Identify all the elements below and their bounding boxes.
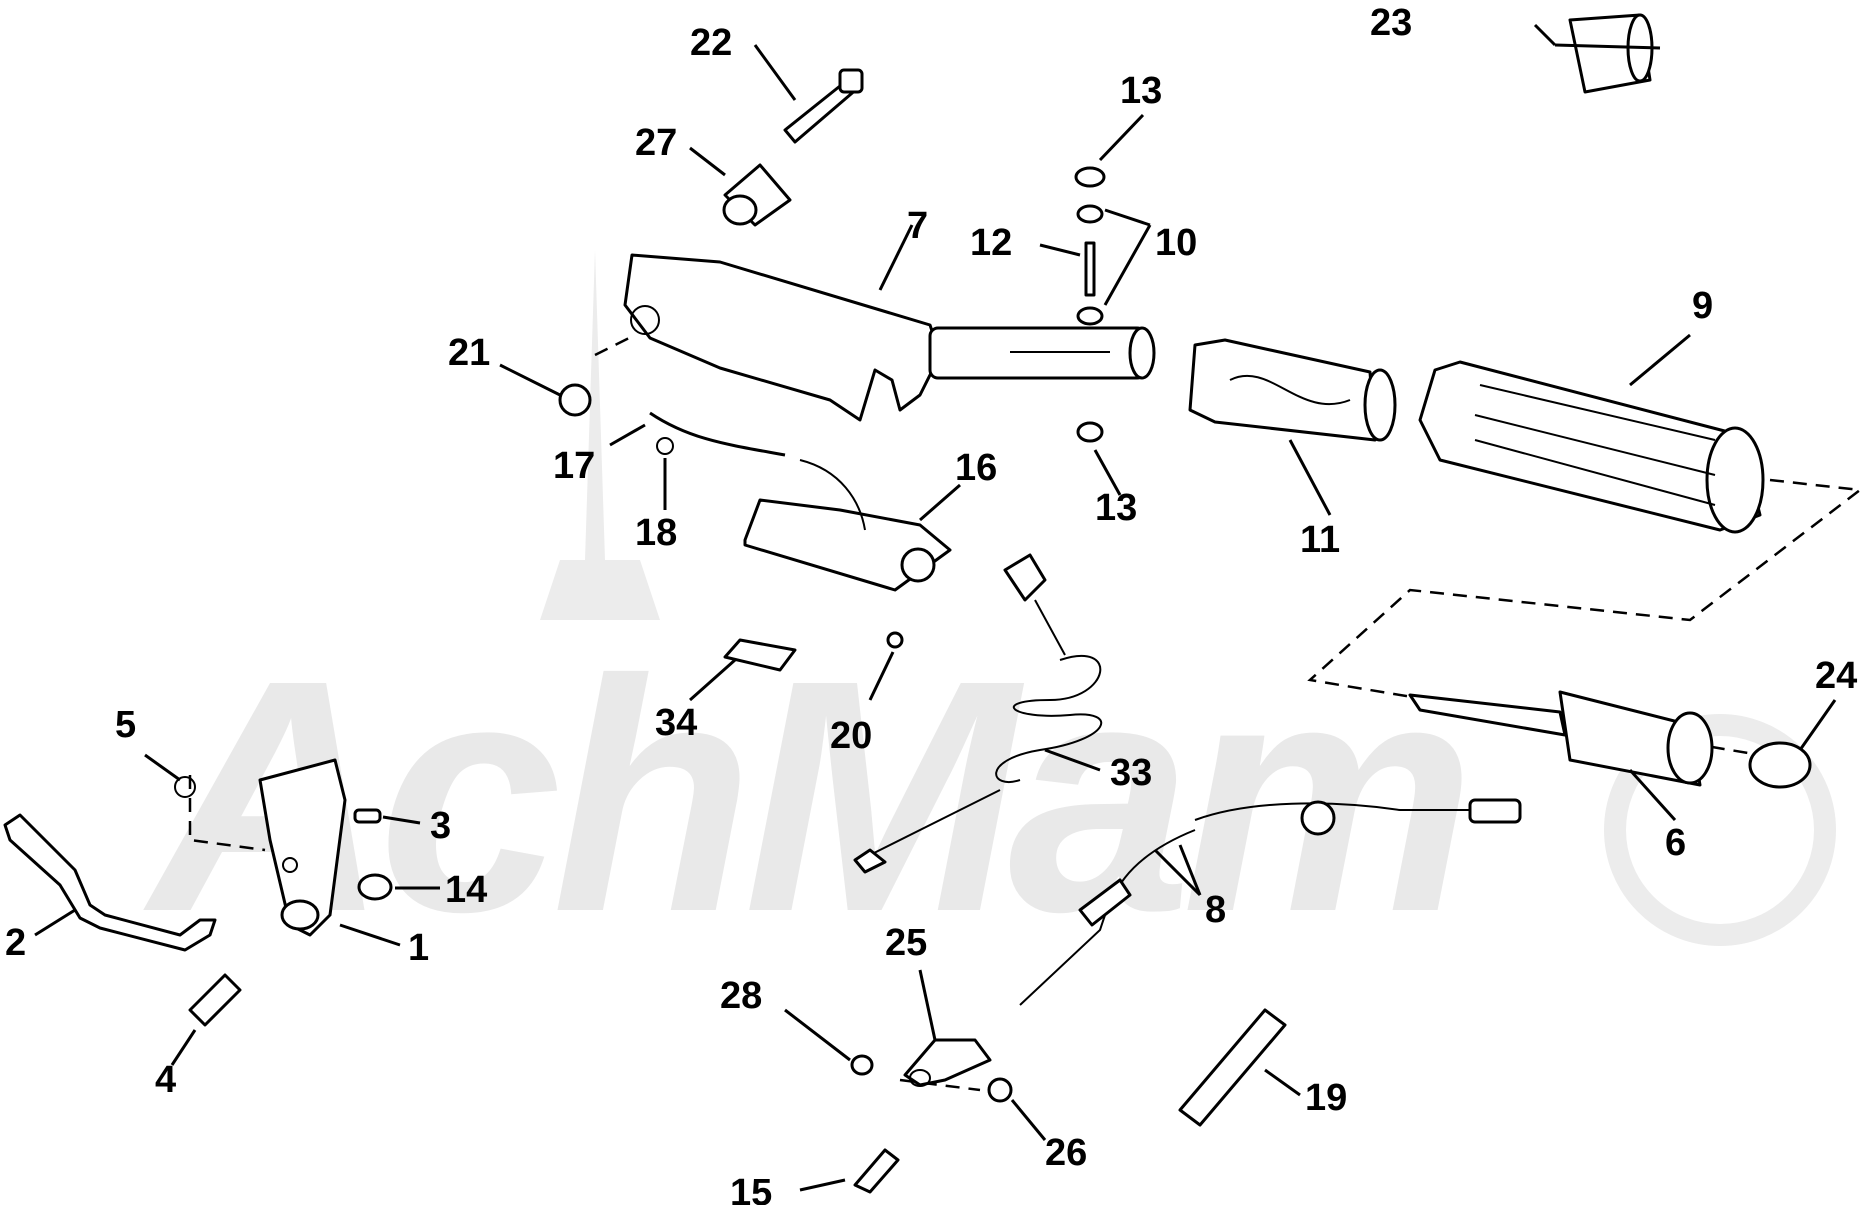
callout-10: 10: [1155, 222, 1197, 264]
callout-24: 24: [1815, 655, 1857, 697]
watermark-wheel-shape: [1604, 714, 1836, 946]
friction-shaft: [1408, 690, 1714, 787]
callout-25: 25: [885, 922, 927, 964]
callout-34: 34: [655, 702, 697, 744]
callout-12: 12: [970, 222, 1012, 264]
callout-11: 11: [1300, 519, 1340, 561]
leader-lines: [34, 23, 1837, 1192]
callout-4: 4: [155, 1059, 176, 1101]
callout-labels: 22 23 27 13 12 10 7 9 21 17 18 16 13 11 …: [5, 2, 1857, 1205]
callout-26: 26: [1045, 1132, 1087, 1174]
steering-handle-arm: [623, 253, 1156, 422]
cable-bracket-hardware: [850, 1038, 1013, 1194]
long-pin: [1178, 1008, 1287, 1127]
twist-grip: [1418, 360, 1765, 534]
clip: [723, 638, 797, 672]
callout-27: 27: [635, 122, 677, 164]
callout-23: 23: [1370, 2, 1412, 44]
callout-13-bottom: 13: [1095, 487, 1137, 529]
end-cap: [1748, 741, 1812, 789]
callout-18: 18: [635, 512, 677, 554]
wire-terminal: [656, 437, 674, 455]
callout-3: 3: [430, 805, 451, 847]
callout-21: 21: [448, 332, 490, 374]
stop-switch-bracket: [743, 459, 952, 592]
callout-33: 33: [1110, 752, 1152, 794]
ground-wire: [649, 411, 786, 457]
small-screw: [886, 631, 904, 649]
shift-rod: [3, 813, 217, 952]
callout-8: 8: [1205, 889, 1226, 931]
watermark: AchMam: [140, 250, 1836, 980]
callout-16: 16: [955, 447, 997, 489]
callout-17: 17: [553, 445, 595, 487]
callout-19: 19: [1305, 1077, 1347, 1119]
callout-9: 9: [1692, 285, 1713, 327]
nut: [558, 383, 592, 417]
callout-6: 6: [1665, 822, 1686, 864]
callout-28: 28: [720, 975, 762, 1017]
callout-2: 2: [5, 922, 26, 964]
callout-15: 15: [730, 1172, 772, 1205]
callout-1: 1: [408, 927, 429, 969]
callout-5: 5: [115, 704, 136, 746]
pin-and-caps: [1074, 166, 1106, 443]
lever-housing: [258, 758, 347, 937]
knob: [1568, 13, 1654, 94]
callout-22: 22: [690, 22, 732, 64]
callout-14: 14: [445, 869, 487, 911]
throttle-cable: [1019, 798, 1522, 1006]
small-hardware: [174, 776, 393, 1027]
throttle-cam: [1188, 338, 1397, 442]
callout-13-top: 13: [1120, 70, 1162, 112]
watermark-text: AchMam: [140, 611, 1466, 980]
bolt-and-bushing: [722, 68, 864, 227]
watermark-spire-shape: [540, 250, 660, 620]
callout-7: 7: [907, 205, 928, 247]
coiled-lanyard: [853, 553, 1103, 874]
callout-20: 20: [830, 715, 872, 757]
